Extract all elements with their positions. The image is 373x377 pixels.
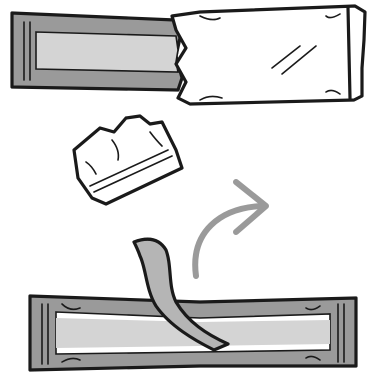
stick-pack-top-icon xyxy=(12,6,365,104)
right-seal-line xyxy=(348,8,350,98)
curved-arrow-icon xyxy=(195,182,266,276)
torn-tip-icon xyxy=(74,116,182,204)
torn-tip-shape xyxy=(74,116,182,204)
pack-body xyxy=(172,6,365,104)
inner-band xyxy=(36,32,178,72)
